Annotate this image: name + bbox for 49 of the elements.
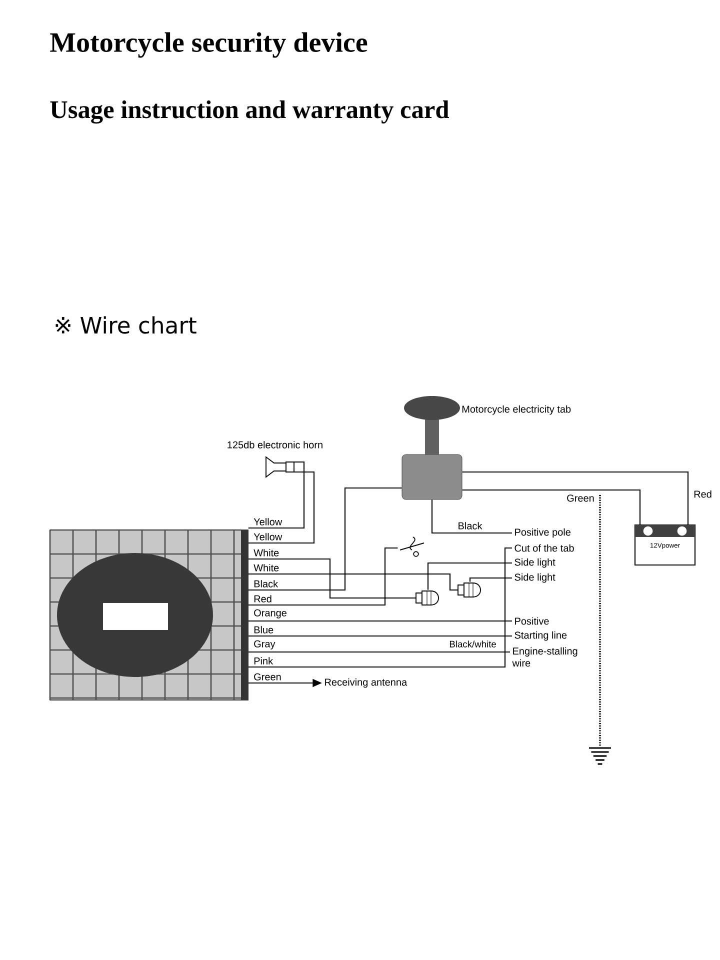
wire-color-label: Gray [252,639,277,651]
wire-color-label: White [252,548,280,558]
terminal-label: Positive [515,617,549,625]
terminal-label: Cut of the tab [514,544,574,552]
wire [248,461,305,529]
wire [248,620,512,622]
wire [248,547,512,668]
terminal-label: Receiving antenna [325,678,408,688]
wire [462,489,641,524]
wire-color-label: Red [692,489,714,499]
wire [248,487,402,591]
dotted-wire [599,495,601,746]
wire [462,471,689,524]
wire-color-label: Black [456,520,484,531]
wire-color-label: Orange [252,608,288,620]
terminal-label: Positive pole [515,528,570,538]
wire [248,471,315,544]
wire [248,558,416,599]
terminal-label: Starting line [514,631,567,641]
wire-color-label: White [252,562,280,573]
wire [248,547,398,606]
horn-label: 125db electronic horn [228,441,322,448]
terminal-label: Side light [514,558,556,568]
wire [427,562,512,590]
wire [248,635,512,637]
terminal-label: Engine-stalling wire [512,647,578,667]
turn-switch-icon [400,536,424,557]
wire-color-label: Blue [252,624,275,635]
wire [248,573,458,591]
terminal-label: Side light [514,573,556,583]
lamp-icon [458,582,481,598]
subheading: Usage instruction and warranty card [48,99,451,125]
wire [469,577,512,582]
wire-color-label: Yellow [252,516,284,527]
wire-color-label: Red [252,594,274,604]
switch-label: Motorcycle electricity tab [462,405,571,415]
alarm-unit-drawing [49,529,248,700]
lamp-icon [416,590,439,606]
ground-icon [589,747,611,765]
wire [248,651,510,653]
section-heading: ※ Wire chart [52,314,198,336]
heading: Motorcycle security device [50,32,368,58]
wire-color-label: Black [252,578,280,589]
wire-color-label: Green [565,493,596,504]
wire [431,500,512,534]
wire-color-label: Yellow [252,532,284,542]
wire-color-label: Pink [252,656,274,666]
wire-color-label: Black/white [448,639,498,649]
wire-color-label: Green [252,672,283,682]
